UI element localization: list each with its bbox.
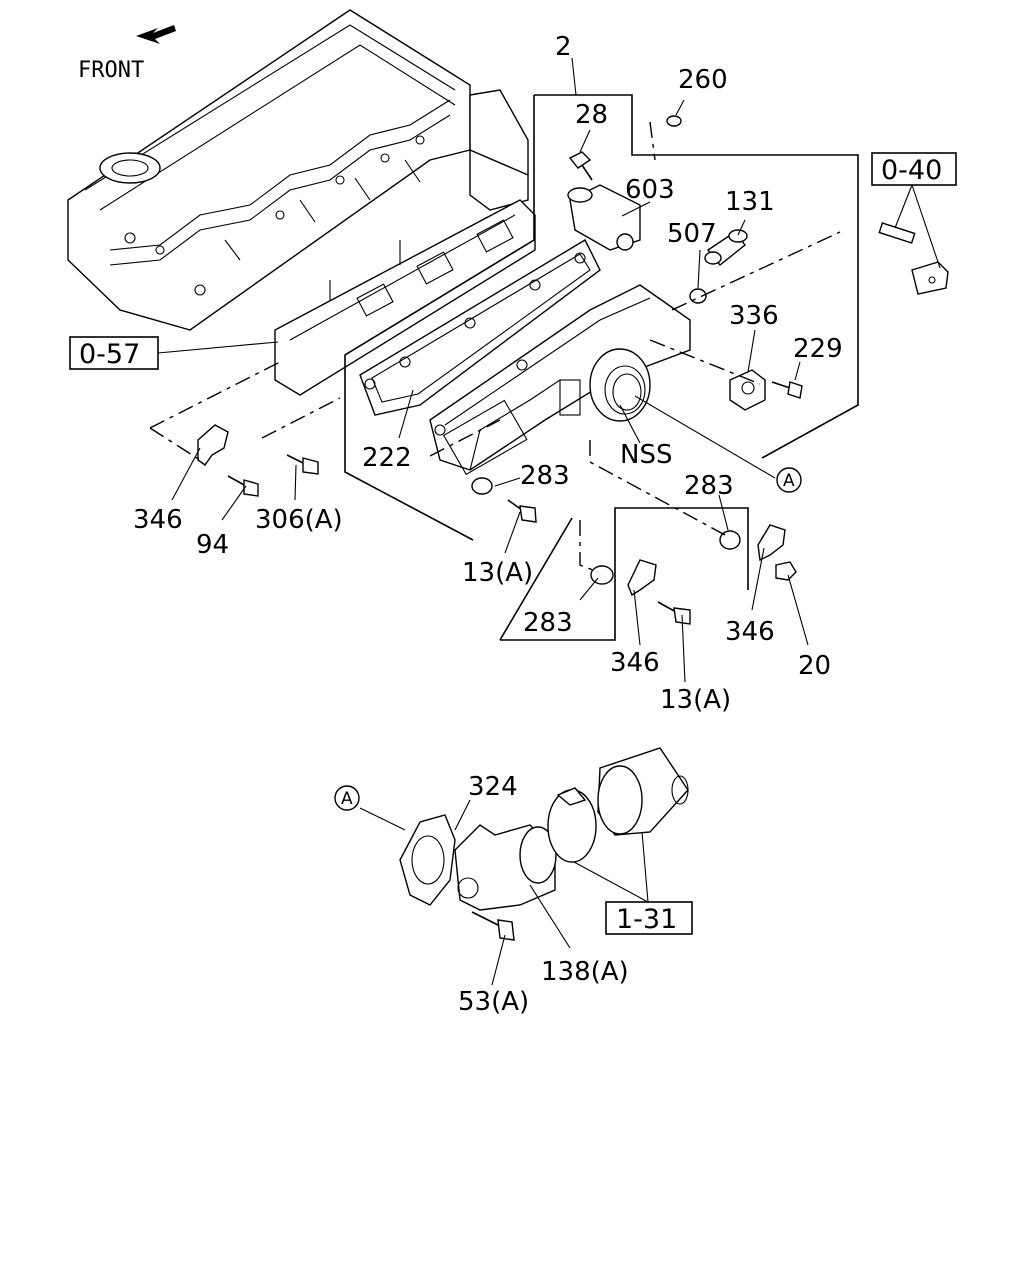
callout-283-lower: 283 <box>523 608 573 638</box>
intake-flange <box>274 199 536 396</box>
dashline-6 <box>649 339 761 385</box>
throttle-bore-nss <box>589 348 651 422</box>
callout-20: 20 <box>798 651 831 681</box>
callout-53: 53(A) <box>458 987 529 1017</box>
nut-20 <box>775 561 797 581</box>
bolt-229 <box>771 381 803 399</box>
callout-28: 28 <box>575 100 608 130</box>
callout-324: 324 <box>468 772 518 802</box>
engine-cylinder-head <box>67 9 529 331</box>
spacer-283-lower <box>590 565 614 585</box>
bracket-outline-lower <box>500 507 749 641</box>
bolt-13-lower <box>657 601 691 625</box>
front-arrow-icon <box>136 25 176 44</box>
circle-marker-upper <box>776 467 802 493</box>
callout-229: 229 <box>793 334 843 364</box>
callout-603: 603 <box>625 175 675 205</box>
dashline-1 <box>149 361 281 429</box>
spacer-283-right <box>719 530 741 550</box>
gasket-324 <box>399 814 456 906</box>
bracket-outline-diag <box>499 517 573 641</box>
bolt-53 <box>471 911 515 941</box>
callout-131: 131 <box>725 187 775 217</box>
dashline-2 <box>149 427 201 461</box>
circle-marker-lower <box>334 785 360 811</box>
clamp-346-lower <box>627 559 657 597</box>
callout-222: 222 <box>362 443 412 473</box>
intake-manifold <box>429 284 691 476</box>
callout-507: 507 <box>667 219 717 249</box>
callout-346-lower: 346 <box>610 648 660 678</box>
elbow-138 <box>454 824 557 911</box>
callout-283-upper: 283 <box>520 461 570 491</box>
clamp-346-right <box>757 524 786 562</box>
dashline-5 <box>589 440 726 536</box>
dashline-8 <box>649 121 656 161</box>
callout-13-upper: 13(A) <box>462 558 533 588</box>
callout-138: 138(A) <box>541 957 629 987</box>
callout-13-lower: 13(A) <box>660 685 731 715</box>
valve-603 <box>567 184 641 251</box>
dashline-3 <box>261 397 341 439</box>
dashline-9 <box>579 520 599 573</box>
callout-94: 94 <box>196 530 229 560</box>
leader-lines <box>157 57 941 986</box>
ref-label-1-31: 1-31 <box>616 904 677 935</box>
circle-marker-upper-label: A <box>783 471 795 491</box>
ref-label-0-40: 0-40 <box>881 155 942 186</box>
callout-336: 336 <box>729 301 779 331</box>
bolt-28 <box>568 151 593 181</box>
front-label: FRONT <box>78 58 144 83</box>
dashline-4 <box>429 419 501 457</box>
sensor-131 <box>704 229 748 266</box>
assembly-boundary-2 <box>344 94 859 541</box>
callout-nss: NSS <box>620 440 672 470</box>
gasket-222 <box>359 239 601 416</box>
stud-bracket-0-40 <box>878 222 949 295</box>
plug-260 <box>666 115 682 127</box>
clamp-346-left <box>197 424 229 466</box>
bolt-13-upper <box>507 499 537 523</box>
callout-306: 306(A) <box>255 505 343 535</box>
callout-260: 260 <box>678 65 728 95</box>
ref-box-1-31 <box>605 901 693 935</box>
callout-2: 2 <box>555 32 572 62</box>
hose-pipe <box>597 747 689 836</box>
bolt-94 <box>227 475 259 497</box>
ref-box-0-57 <box>69 336 159 370</box>
spacer-283-upper <box>471 477 493 495</box>
hose-clamp <box>547 787 597 863</box>
callout-346-left: 346 <box>133 505 183 535</box>
callout-346-right: 346 <box>725 617 775 647</box>
sensor-336 <box>729 369 766 411</box>
circle-marker-lower-label: A <box>341 789 353 809</box>
bolt-306 <box>286 454 319 475</box>
ref-label-0-57: 0-57 <box>79 339 140 370</box>
ref-box-0-40 <box>871 152 957 186</box>
callout-283-right: 283 <box>684 471 734 501</box>
